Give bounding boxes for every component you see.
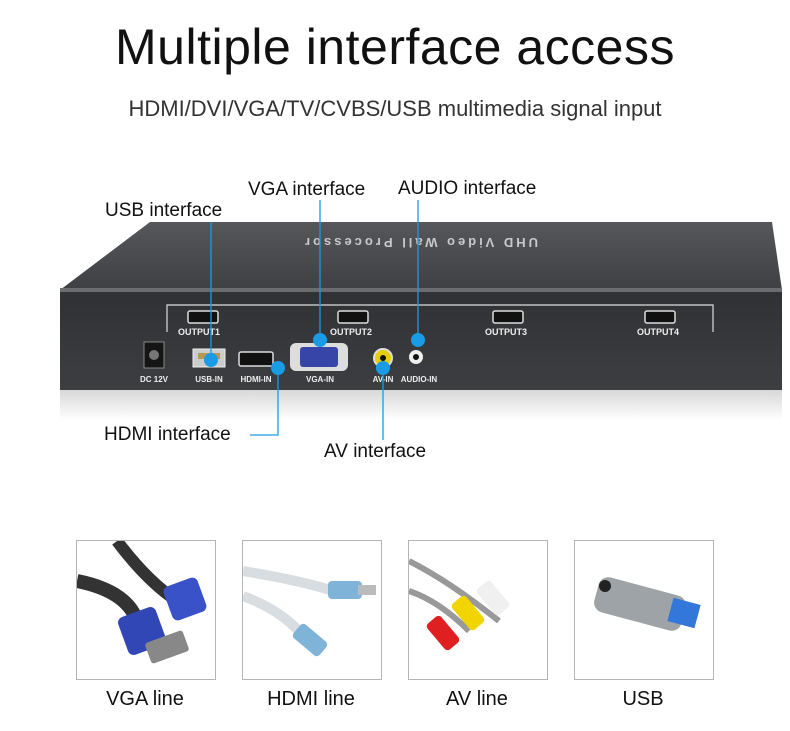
hdmi-outputs bbox=[187, 310, 676, 324]
callout-lines bbox=[210, 200, 419, 440]
av-cable-image bbox=[408, 540, 548, 680]
usb-drive-image bbox=[574, 540, 714, 680]
page-title: Multiple interface access bbox=[115, 19, 675, 75]
brand-text: UHD Video Wall Processor bbox=[302, 235, 538, 250]
audio-interface-label: AUDIO interface bbox=[398, 178, 537, 199]
vga-line-caption: VGA line bbox=[106, 688, 184, 710]
dc-label: DC 12V bbox=[140, 375, 169, 384]
hdmi-line-caption: HDMI line bbox=[267, 688, 355, 710]
usb-interface-label: USB interface bbox=[105, 200, 223, 221]
hdmi-in-port bbox=[238, 351, 274, 367]
av-line-caption: AV line bbox=[446, 688, 508, 710]
output4-label: OUTPUT4 bbox=[637, 327, 679, 337]
av-interface-label: AV interface bbox=[324, 441, 427, 462]
vga-in-label: VGA-IN bbox=[306, 375, 334, 384]
video-wall-processor-image: UHD Video Wall Processor OUTPUT1 OUTPUT2… bbox=[60, 200, 782, 440]
device-reflection bbox=[60, 390, 782, 420]
audio-in-label: AUDIO-IN bbox=[401, 375, 438, 384]
device-top-surface bbox=[60, 222, 782, 290]
hdmi-cable-image bbox=[242, 540, 382, 680]
hdmi-interface-label: HDMI interface bbox=[104, 424, 231, 445]
hdmi-in-label: HDMI-IN bbox=[240, 375, 271, 384]
output1-label: OUTPUT1 bbox=[178, 327, 220, 337]
vga-cable-image bbox=[76, 540, 216, 680]
vga-interface-label: VGA interface bbox=[248, 179, 366, 200]
callout-dots bbox=[204, 333, 425, 375]
output3-label: OUTPUT3 bbox=[485, 327, 527, 337]
usb-in-label: USB-IN bbox=[195, 375, 223, 384]
usb-caption: USB bbox=[622, 688, 664, 710]
page-subtitle: HDMI/DVI/VGA/TV/CVBS/USB multimedia sign… bbox=[128, 96, 662, 121]
output2-label: OUTPUT2 bbox=[330, 327, 372, 337]
